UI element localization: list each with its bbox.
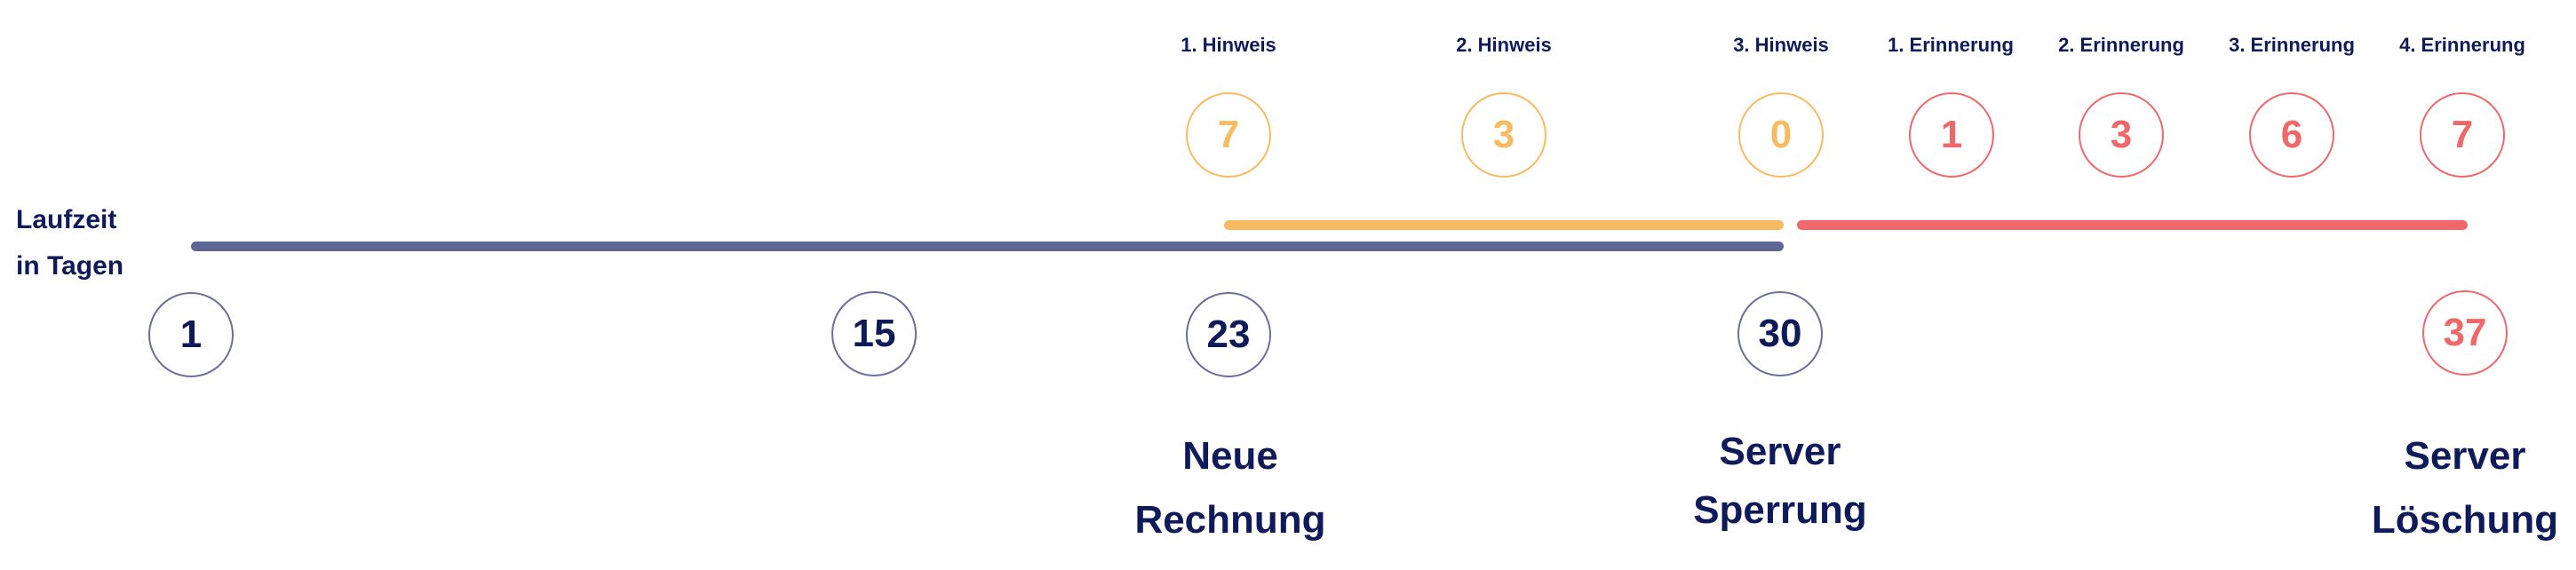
notice-value: 3 bbox=[1492, 113, 1515, 156]
notice-value: 7 bbox=[1217, 113, 1240, 156]
day-value: 1 bbox=[179, 313, 203, 356]
axis-label-line2: in Tagen bbox=[16, 251, 124, 281]
milestone-line1: Server bbox=[2404, 434, 2526, 478]
notice-label-hinweis-1: 1. Hinweis bbox=[1181, 34, 1276, 56]
day-value: 23 bbox=[1206, 313, 1251, 356]
milestone-neue-rechnung: Neue Rechnung bbox=[1088, 424, 1372, 552]
axis-label: Laufzeit in Tagen bbox=[16, 197, 123, 289]
milestone-line2: Rechnung bbox=[1134, 498, 1326, 542]
notice-circle-hinweis-2: 3 bbox=[1461, 92, 1546, 178]
erinnerung-phase-bar bbox=[1797, 220, 2468, 230]
notice-label-erinnerung-2: 2. Erinnerung bbox=[2058, 34, 2184, 56]
notice-label-erinnerung-1: 1. Erinnerung bbox=[1888, 34, 2014, 56]
notice-value: 6 bbox=[2280, 113, 2303, 156]
day-value: 30 bbox=[1758, 312, 1802, 355]
notice-circle-erinnerung-2: 3 bbox=[2079, 92, 2164, 178]
runtime-bar bbox=[191, 241, 1784, 251]
notice-circle-hinweis-3: 0 bbox=[1738, 92, 1824, 178]
notice-circle-erinnerung-3: 6 bbox=[2249, 92, 2334, 178]
notice-value: 3 bbox=[2110, 113, 2133, 156]
day-circle-30: 30 bbox=[1737, 291, 1823, 376]
notice-label-hinweis-2: 2. Hinweis bbox=[1456, 34, 1552, 56]
notice-value: 7 bbox=[2451, 113, 2474, 156]
notice-label-erinnerung-4: 4. Erinnerung bbox=[2399, 34, 2525, 56]
milestone-server-sperrung: Server Sperrung bbox=[1638, 423, 1922, 540]
notice-circle-erinnerung-4: 7 bbox=[2420, 92, 2505, 178]
axis-label-line1: Laufzeit bbox=[16, 205, 117, 234]
notice-label-hinweis-3: 3. Hinweis bbox=[1733, 34, 1829, 56]
day-circle-23: 23 bbox=[1186, 292, 1271, 377]
day-circle-37: 37 bbox=[2422, 290, 2508, 376]
milestone-line2: Sperrung bbox=[1693, 488, 1867, 532]
milestone-line2: Löschung bbox=[2371, 498, 2559, 542]
milestone-server-loeschung: Server Löschung bbox=[2323, 424, 2576, 552]
milestone-line1: Neue bbox=[1182, 434, 1278, 478]
milestone-line1: Server bbox=[1719, 430, 1841, 473]
day-circle-15: 15 bbox=[831, 291, 917, 376]
hinweis-phase-bar bbox=[1224, 220, 1784, 230]
notice-value: 1 bbox=[1940, 113, 1963, 156]
notice-value: 0 bbox=[1769, 113, 1793, 156]
day-value: 15 bbox=[852, 312, 896, 355]
notice-circle-hinweis-1: 7 bbox=[1186, 92, 1271, 178]
day-circle-1: 1 bbox=[148, 292, 234, 377]
notice-label-erinnerung-3: 3. Erinnerung bbox=[2229, 34, 2355, 56]
day-value: 37 bbox=[2443, 311, 2487, 354]
notice-circle-erinnerung-1: 1 bbox=[1909, 92, 1994, 178]
